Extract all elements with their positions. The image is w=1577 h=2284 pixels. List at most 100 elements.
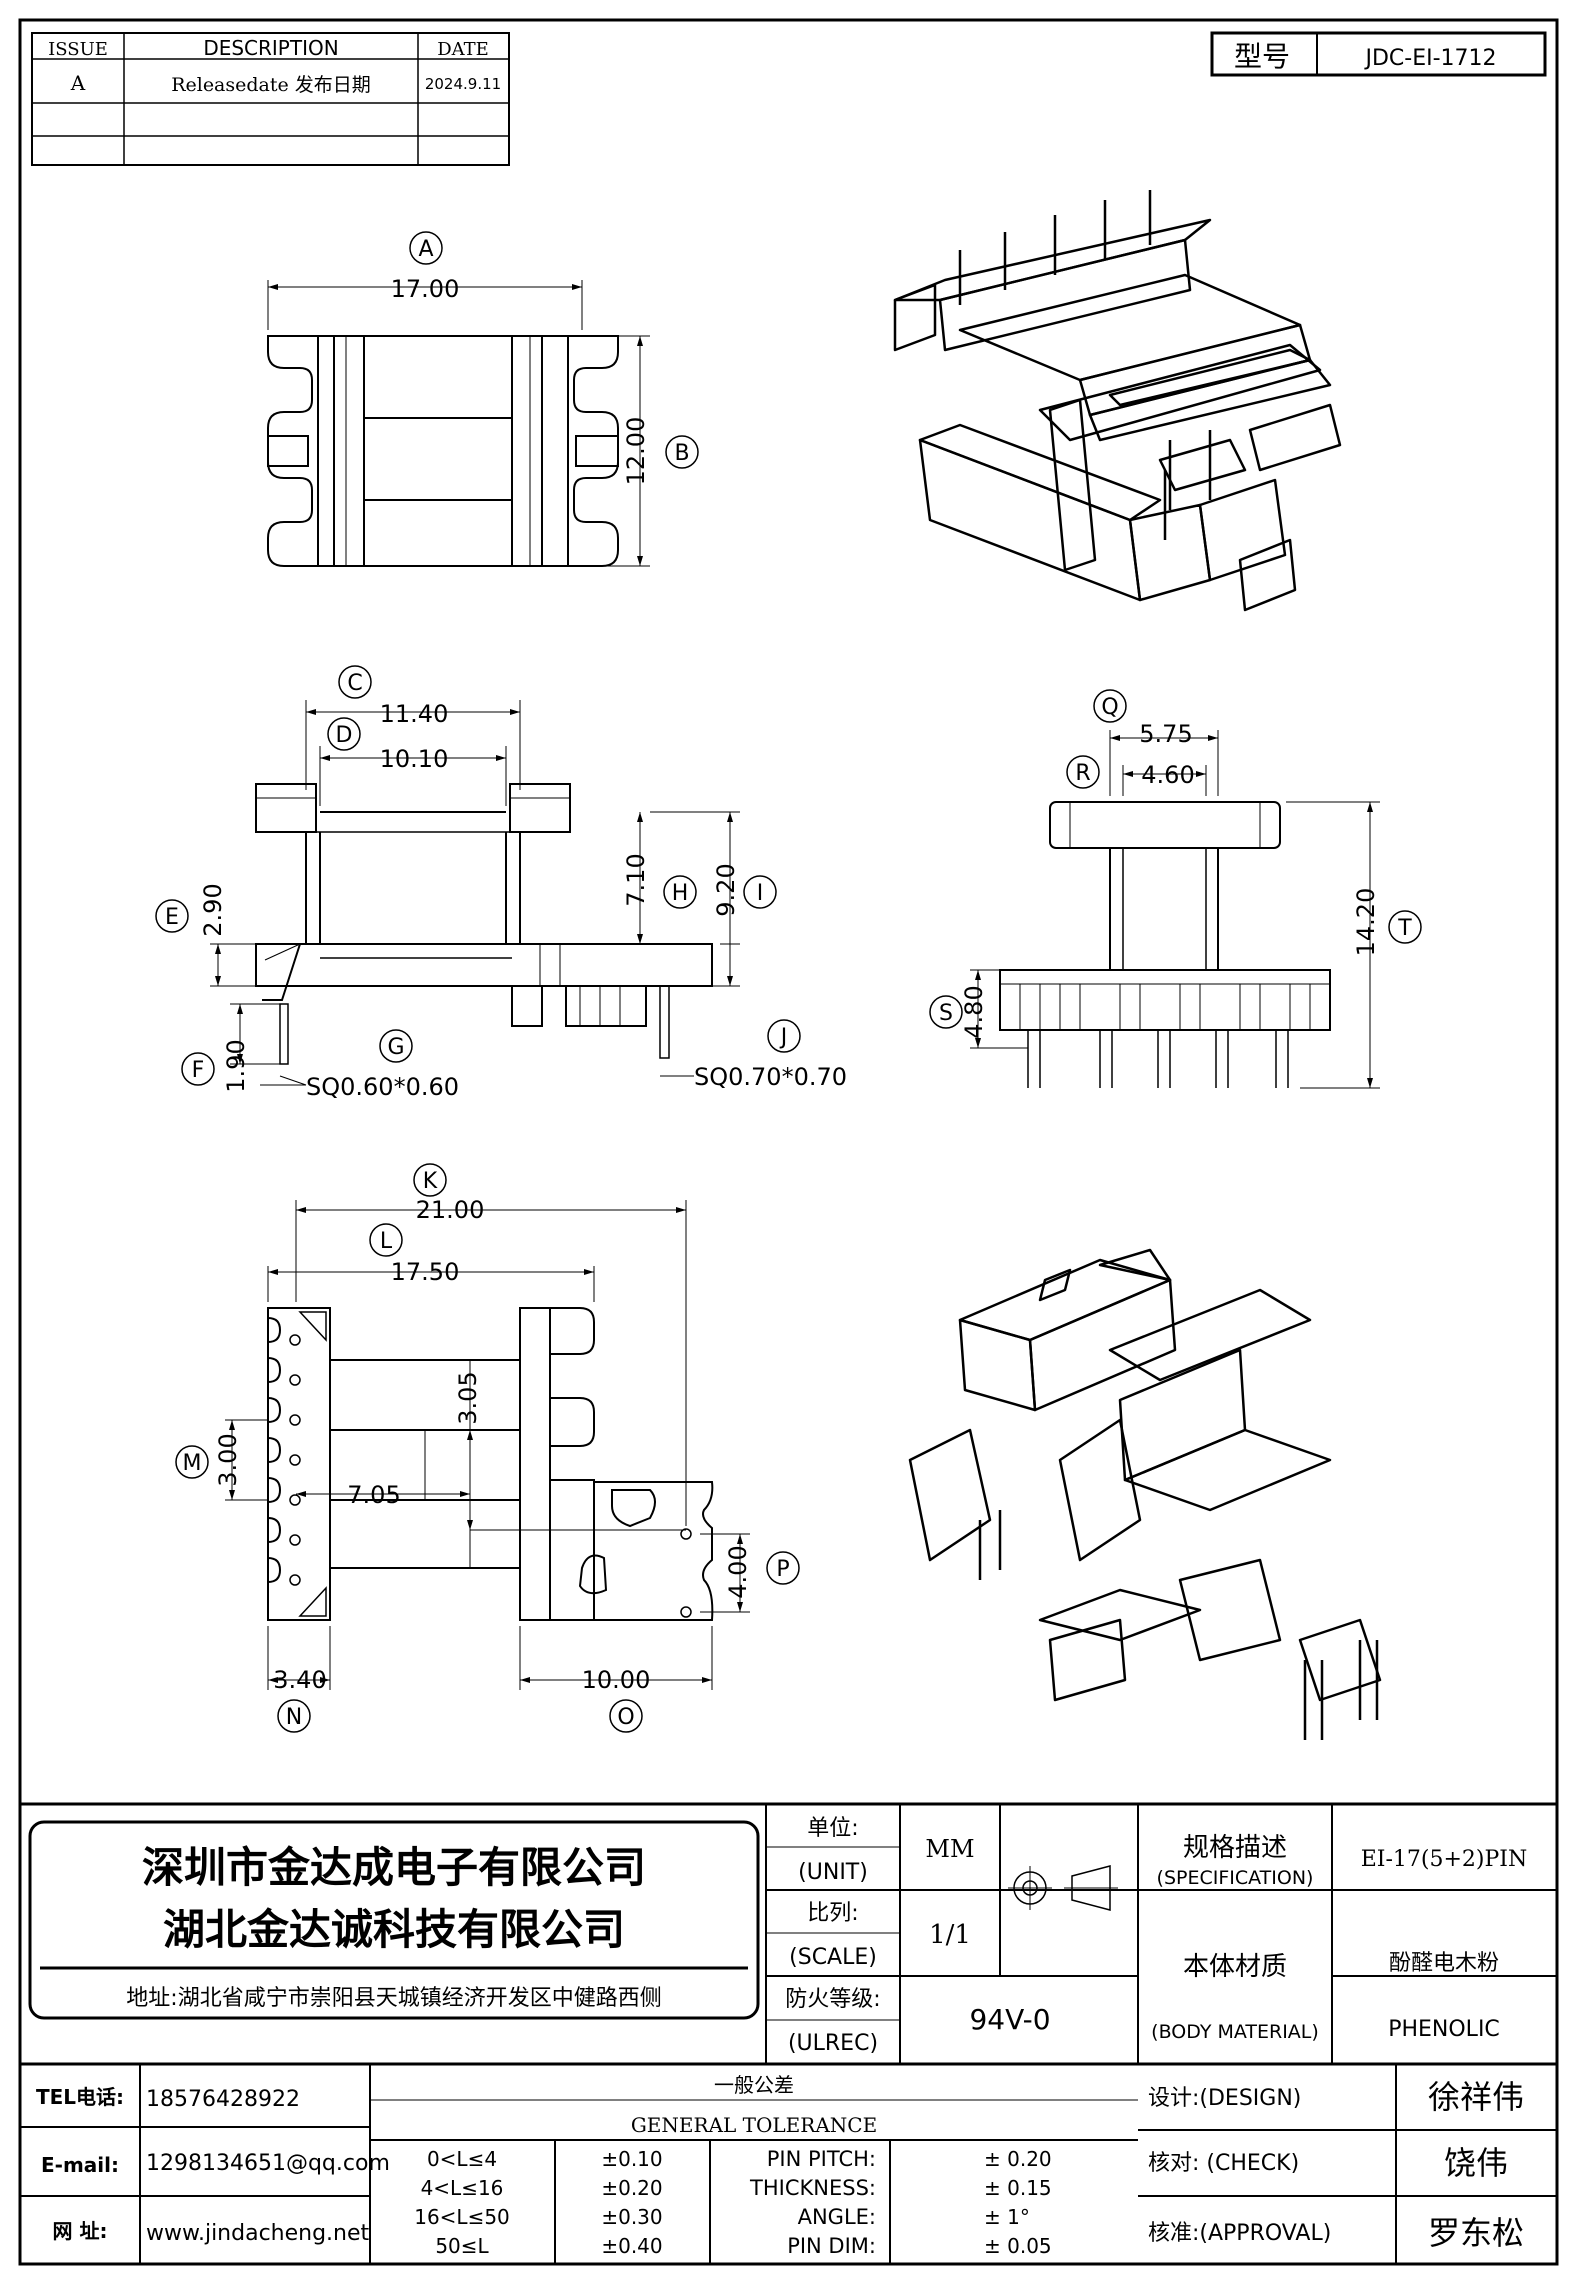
rev-date-cell: 2024.9.11 bbox=[425, 75, 501, 93]
dim-c-letter: C bbox=[347, 671, 362, 696]
dim-q-letter: Q bbox=[1101, 695, 1118, 720]
material-value-cn: 酚醛电木粉 bbox=[1389, 1951, 1499, 1976]
company-address: 地址:湖北省咸宁市崇阳县天城镇经济开发区中健路西侧 bbox=[126, 1986, 661, 2011]
dim-b-value: 12.00 bbox=[622, 417, 650, 486]
dim-o-value: 10.00 bbox=[582, 1666, 651, 1694]
side-view: 5.75 Q 4.60 R 14.20 T 4.80 S bbox=[929, 689, 1422, 1089]
rev-header-description: DESCRIPTION bbox=[203, 36, 338, 60]
dim-705-value: 7.05 bbox=[347, 1481, 400, 1509]
revision-table: ISSUE DESCRIPTION DATE A Releasedate 发布日… bbox=[31, 32, 510, 166]
tol-item-value: ± 0.15 bbox=[984, 2176, 1052, 2200]
tol-value: ±0.10 bbox=[601, 2147, 662, 2171]
dim-a-value: 17.00 bbox=[391, 275, 460, 303]
spec-label-en: (SPECIFICATION) bbox=[1157, 1867, 1314, 1889]
dim-j-value: SQ0.70*0.70 bbox=[694, 1063, 847, 1091]
dim-l-letter: L bbox=[380, 1229, 393, 1254]
top-view: 17.00 A 12.00 B bbox=[267, 231, 699, 567]
tol-range: 0<L≤4 bbox=[427, 2147, 497, 2171]
spec-value: EI-17(5+2)PIN bbox=[1361, 1847, 1528, 1872]
sheet-border bbox=[18, 18, 1559, 2266]
bottom-view: 21.00 K 17.50 L 3.00 M 3.05 7.05 4.00 P bbox=[175, 1163, 800, 1733]
rev-header-date: DATE bbox=[437, 39, 489, 60]
dim-m-letter: M bbox=[183, 1451, 202, 1476]
approval-label: 核准:(APPROVAL) bbox=[1148, 2221, 1331, 2246]
dim-f-value: 1.90 bbox=[222, 1039, 250, 1092]
dim-p-letter: P bbox=[776, 1557, 789, 1582]
dim-j-letter: J bbox=[779, 1025, 788, 1050]
tolerance-row: 16<L≤50 ±0.30 ANGLE: ± 1° bbox=[414, 2205, 1030, 2229]
rev-issue-cell: A bbox=[70, 71, 86, 95]
dim-g-letter: G bbox=[387, 1035, 404, 1060]
dim-p-value: 4.00 bbox=[724, 1545, 752, 1598]
model-value: JDC-EI-1712 bbox=[1363, 46, 1496, 71]
dim-t-value: 14.20 bbox=[1352, 888, 1380, 957]
tolerance-title-en: GENERAL TOLERANCE bbox=[631, 2113, 877, 2137]
dim-l-value: 17.50 bbox=[391, 1258, 460, 1286]
tol-item-value: ± 1° bbox=[984, 2205, 1030, 2229]
dim-305-value: 3.05 bbox=[454, 1371, 482, 1424]
dim-i-letter: I bbox=[757, 881, 764, 906]
scale-label-en: (SCALE) bbox=[789, 1945, 877, 1970]
rev-header-issue: ISSUE bbox=[48, 39, 108, 60]
tol-item-value: ± 0.05 bbox=[984, 2234, 1052, 2258]
dim-k-letter: K bbox=[423, 1169, 438, 1194]
dim-d-value: 10.10 bbox=[380, 745, 449, 773]
unit-value: MM bbox=[925, 1835, 974, 1863]
scale-value: 1/1 bbox=[929, 1920, 971, 1950]
spec-label-cn: 规格描述 bbox=[1183, 1833, 1287, 1863]
tolerance-row: 4<L≤16 ±0.20 THICKNESS: ± 0.15 bbox=[421, 2176, 1052, 2200]
dim-f-letter: F bbox=[192, 1058, 205, 1083]
scale-label-cn: 比列: bbox=[807, 1901, 858, 1926]
check-name: 饶伟 bbox=[1444, 2144, 1508, 2182]
unit-label-cn: 单位: bbox=[807, 1816, 858, 1841]
material-value-en: PHENOLIC bbox=[1388, 2017, 1500, 2042]
email-label: E-mail: bbox=[41, 2153, 119, 2177]
title-block: 深圳市金达成电子有限公司 湖北金达诚科技有限公司 地址:湖北省咸宁市崇阳县天城镇… bbox=[20, 1802, 1557, 2264]
dim-m-value: 3.00 bbox=[214, 1433, 242, 1486]
dim-t-letter: T bbox=[1397, 916, 1412, 941]
tol-value: ±0.40 bbox=[601, 2234, 662, 2258]
tolerance-row: 50≤L ±0.40 PIN DIM: ± 0.05 bbox=[435, 2234, 1051, 2258]
ul-value: 94V-0 bbox=[969, 2003, 1050, 2036]
dim-o-letter: O bbox=[617, 1705, 634, 1730]
dim-n-letter: N bbox=[286, 1705, 302, 1730]
material-label-en: (BODY MATERIAL) bbox=[1151, 2021, 1319, 2043]
tol-item-value: ± 0.20 bbox=[984, 2147, 1052, 2171]
ul-label-en: (ULREC) bbox=[788, 2031, 878, 2056]
dim-e-value: 2.90 bbox=[199, 883, 227, 936]
tol-range: 4<L≤16 bbox=[421, 2176, 504, 2200]
tol-range: 16<L≤50 bbox=[414, 2205, 510, 2229]
ul-label-cn: 防火等级: bbox=[785, 1987, 880, 2012]
tel-label: TEL电话: bbox=[36, 2085, 124, 2109]
dim-k-value: 21.00 bbox=[416, 1196, 485, 1224]
dim-q-value: 5.75 bbox=[1139, 720, 1192, 748]
rev-description-cell: Releasedate 发布日期 bbox=[171, 74, 371, 96]
dim-c-value: 11.40 bbox=[380, 700, 449, 728]
approval-name: 罗东松 bbox=[1428, 2214, 1524, 2252]
dim-d-letter: D bbox=[336, 723, 353, 748]
material-label-cn: 本体材质 bbox=[1183, 1952, 1287, 1982]
dim-e-letter: E bbox=[165, 905, 179, 930]
check-label: 核对: (CHECK) bbox=[1148, 2151, 1299, 2176]
tol-item: THICKNESS: bbox=[749, 2176, 876, 2200]
tel-value: 18576428922 bbox=[146, 2087, 300, 2112]
tol-item: ANGLE: bbox=[798, 2205, 876, 2229]
dim-s-value: 4.80 bbox=[960, 985, 988, 1038]
dim-g-value: SQ0.60*0.60 bbox=[306, 1073, 459, 1101]
tol-item: PIN DIM: bbox=[787, 2234, 876, 2258]
tol-value: ±0.20 bbox=[601, 2176, 662, 2200]
dim-i-value: 9.20 bbox=[712, 863, 740, 916]
dim-h-value: 7.10 bbox=[622, 853, 650, 906]
front-view: 11.40 C 10.10 D 2.90 E 7.10 H 9.20 I 1.9… bbox=[155, 665, 847, 1101]
model-label: 型号 bbox=[1234, 40, 1290, 73]
company-box bbox=[28, 1820, 760, 2020]
design-label: 设计:(DESIGN) bbox=[1148, 2086, 1301, 2111]
company-name-2: 湖北金达诚科技有限公司 bbox=[163, 1905, 625, 1954]
iso-view-top bbox=[893, 190, 1342, 612]
dim-n-value: 3.40 bbox=[273, 1666, 326, 1694]
dim-s-letter: S bbox=[939, 1001, 953, 1026]
email-value: 1298134651@qq.com bbox=[146, 2151, 390, 2176]
design-name: 徐祥伟 bbox=[1428, 2078, 1524, 2116]
unit-label-en: (UNIT) bbox=[798, 1860, 868, 1885]
